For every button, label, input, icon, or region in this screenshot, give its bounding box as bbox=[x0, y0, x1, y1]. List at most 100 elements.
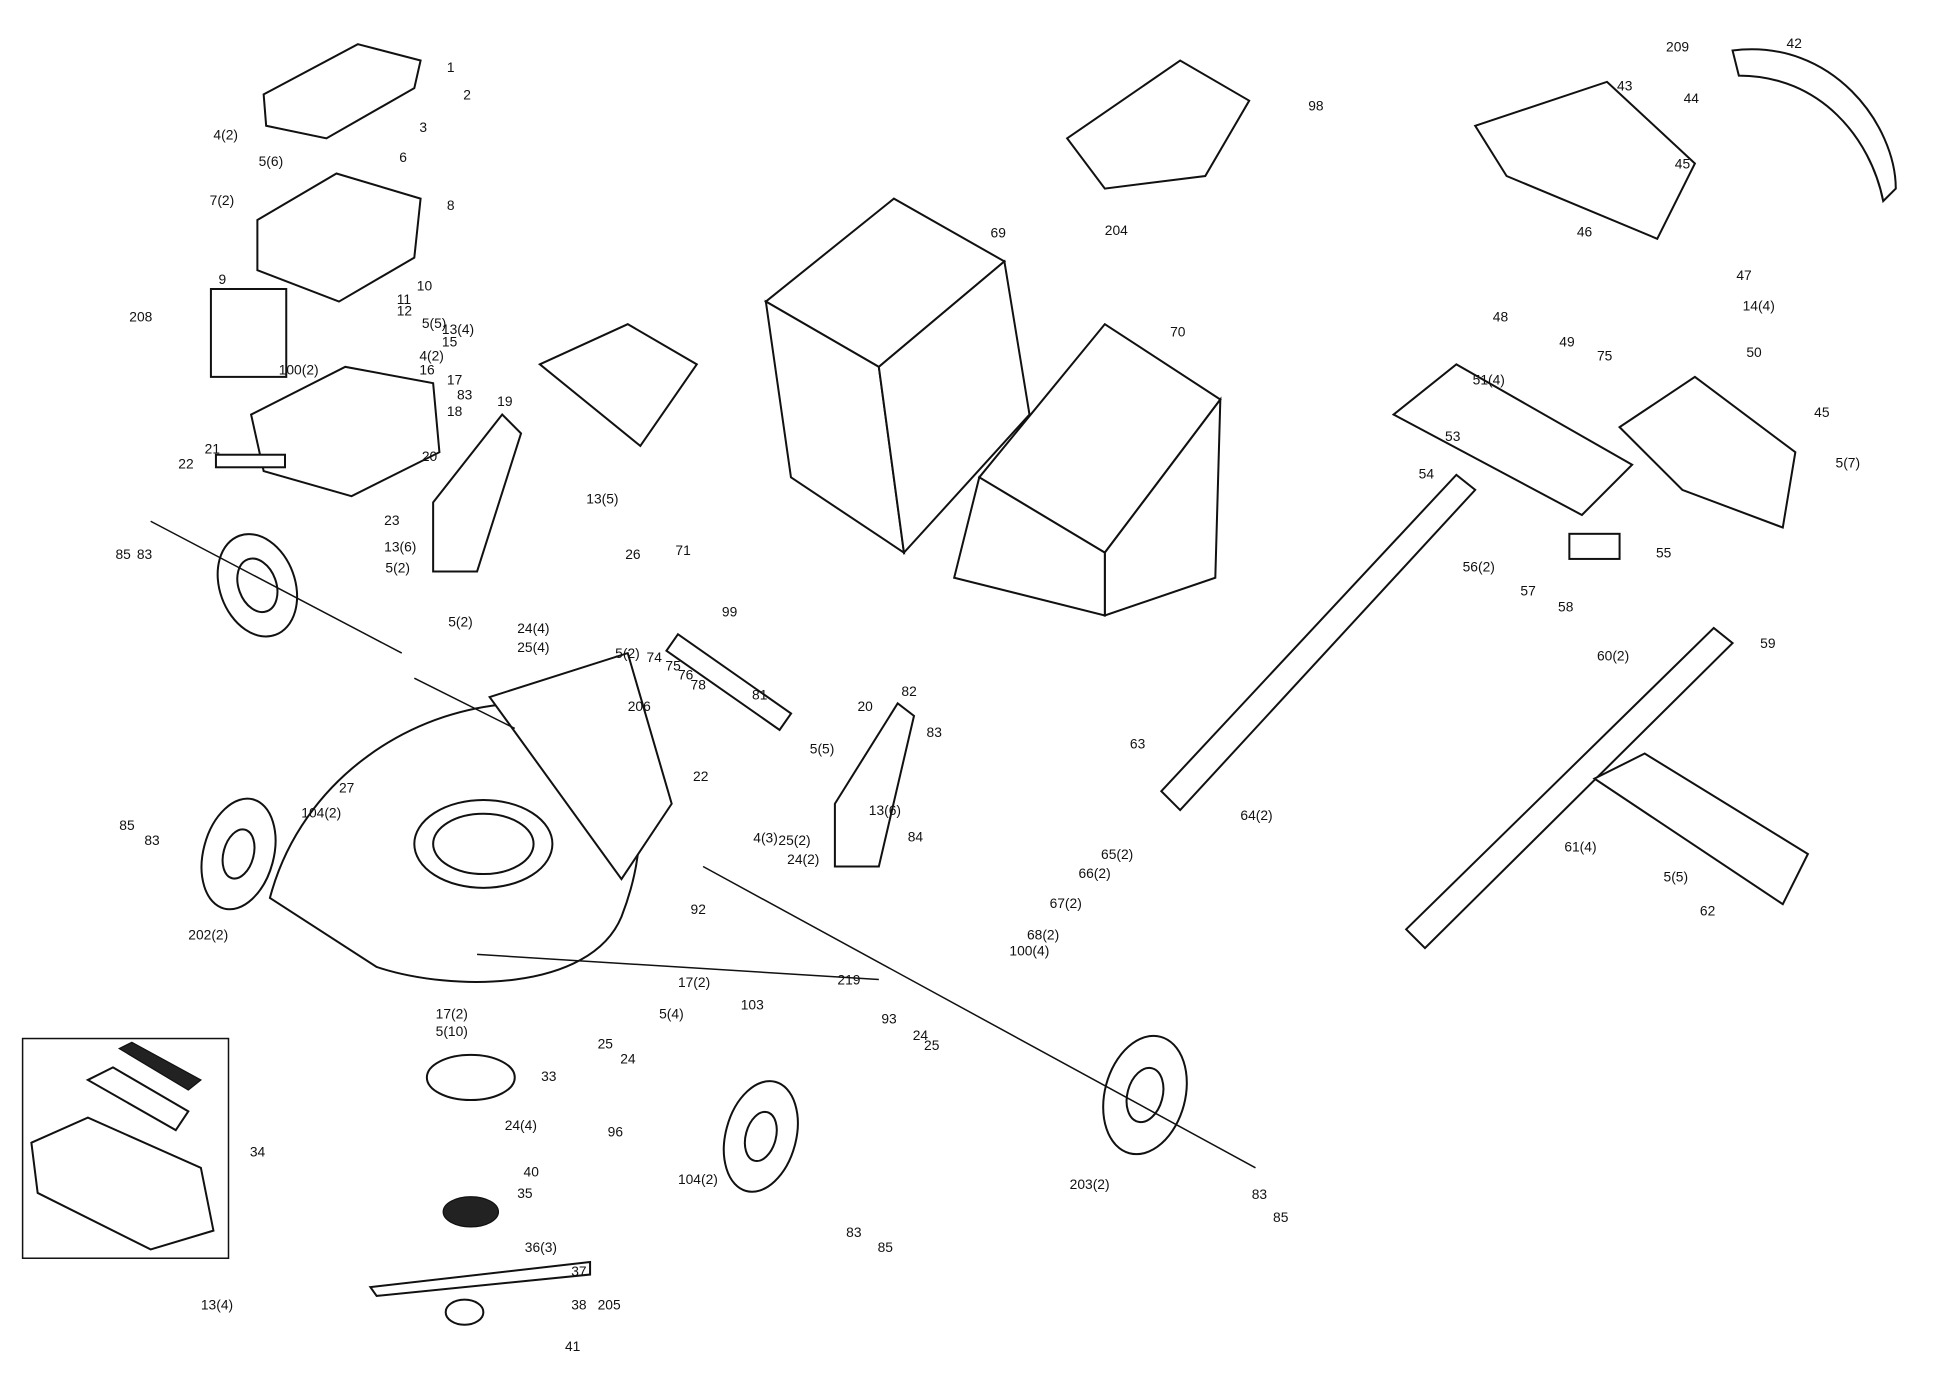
callout-label: 45 bbox=[1675, 155, 1691, 171]
callout-label: 62 bbox=[1700, 902, 1715, 918]
inset-part-34 bbox=[21, 1037, 230, 1259]
callout-label: 65(2) bbox=[1101, 846, 1133, 862]
callout-label: 20 bbox=[422, 448, 438, 464]
callout-label: 104(2) bbox=[301, 805, 341, 821]
wheels bbox=[200, 533, 1188, 1193]
callout-label: 4(2) bbox=[213, 127, 238, 143]
callout-label: 82 bbox=[901, 683, 916, 699]
callout-label: 22 bbox=[178, 456, 193, 472]
callout-label: 103 bbox=[741, 997, 764, 1013]
callout-label: 202(2) bbox=[188, 926, 228, 942]
part-33 bbox=[425, 1053, 516, 1102]
callout-label: 206 bbox=[628, 698, 651, 714]
callout-label: 34 bbox=[250, 1144, 266, 1160]
callout-label: 24 bbox=[913, 1027, 929, 1043]
callout-label: 33 bbox=[541, 1068, 557, 1084]
callout-label: 5(2) bbox=[615, 645, 640, 661]
callout-label: 45 bbox=[1814, 404, 1830, 420]
callout-label: 13(5) bbox=[586, 491, 618, 507]
callout-label: 76 bbox=[678, 666, 694, 682]
callout-label: 5(2) bbox=[385, 560, 410, 576]
callout-label: 56(2) bbox=[1463, 558, 1495, 574]
callout-label: 9 bbox=[218, 271, 226, 287]
callout-label: 48 bbox=[1493, 309, 1509, 325]
callout-label: 41 bbox=[565, 1338, 580, 1354]
callout-label: 51(4) bbox=[1473, 371, 1505, 387]
callout-label: 67(2) bbox=[1050, 895, 1082, 911]
callout-label: 98 bbox=[1308, 98, 1324, 114]
callout-label: 14(4) bbox=[1743, 297, 1775, 313]
callout-label: 42 bbox=[1787, 35, 1802, 51]
callout-label: 5(6) bbox=[259, 153, 284, 169]
callout-label: 7(2) bbox=[210, 192, 235, 208]
callout-label: 24(2) bbox=[787, 851, 819, 867]
callout-label: 17(2) bbox=[678, 974, 710, 990]
callout-label: 5(5) bbox=[422, 315, 447, 331]
callout-label: 83 bbox=[1252, 1186, 1268, 1202]
callout-label: 83 bbox=[457, 386, 473, 402]
callout-label: 64(2) bbox=[1240, 807, 1272, 823]
callout-label: 13(6) bbox=[869, 802, 901, 818]
handle-assembly bbox=[1159, 48, 1897, 950]
callout-label: 15 bbox=[442, 334, 458, 350]
callout-label: 2 bbox=[463, 86, 471, 102]
callout-label: 22 bbox=[693, 768, 708, 784]
callout-label: 75 bbox=[665, 658, 681, 674]
callout-label: 104(2) bbox=[678, 1171, 718, 1187]
blade-37 bbox=[368, 1260, 592, 1297]
callout-label: 21 bbox=[205, 440, 220, 456]
callout-label: 17(2) bbox=[436, 1005, 468, 1021]
callout-label: 93 bbox=[881, 1010, 897, 1026]
callout-label: 5(5) bbox=[810, 741, 835, 757]
callout-label: 44 bbox=[1684, 90, 1700, 106]
callout-label: 100(4) bbox=[1009, 943, 1049, 959]
callout-label: 83 bbox=[927, 724, 943, 740]
callout-label: 61(4) bbox=[1564, 838, 1596, 854]
callout-label: 27 bbox=[339, 779, 354, 795]
callout-label: 43 bbox=[1617, 78, 1633, 94]
callout-label: 83 bbox=[137, 546, 153, 562]
callout-label: 5(10) bbox=[436, 1023, 468, 1039]
callout-label: 6 bbox=[399, 149, 407, 165]
callout-label: 74 bbox=[647, 649, 663, 665]
callout-label: 24(4) bbox=[505, 1117, 537, 1133]
callout-label: 26 bbox=[625, 546, 641, 562]
callout-label: 84 bbox=[908, 828, 924, 844]
deck-27 bbox=[268, 651, 673, 983]
callout-label: 69 bbox=[991, 225, 1007, 241]
part-35 bbox=[442, 1196, 500, 1228]
callout-label: 50 bbox=[1746, 344, 1762, 360]
callout-label: 17 bbox=[447, 371, 462, 387]
callout-label: 13(4) bbox=[201, 1297, 233, 1313]
callout-label: 219 bbox=[837, 972, 860, 988]
callout-label: 37 bbox=[571, 1263, 586, 1279]
callout-label: 11 bbox=[397, 291, 411, 307]
callout-label: 96 bbox=[608, 1123, 624, 1139]
rear-flap-frame bbox=[537, 323, 699, 448]
callout-label: 68(2) bbox=[1027, 926, 1059, 942]
callout-label: 23 bbox=[384, 512, 400, 528]
callout-label: 12 bbox=[397, 302, 412, 318]
callout-label: 203(2) bbox=[1070, 1176, 1110, 1192]
callout-label: 47 bbox=[1736, 267, 1751, 283]
callout-label: 54 bbox=[1419, 466, 1435, 482]
side-plate-19 bbox=[432, 413, 523, 573]
battery-housing bbox=[209, 43, 441, 498]
callout-label: 24(4) bbox=[517, 620, 549, 636]
callout-label: 92 bbox=[691, 901, 706, 917]
callout-label: 4(2) bbox=[419, 348, 444, 364]
callout-label: 83 bbox=[846, 1224, 862, 1240]
callout-label: 13(6) bbox=[384, 538, 416, 554]
callout-label: 25 bbox=[924, 1037, 940, 1053]
callout-label: 36(3) bbox=[525, 1239, 557, 1255]
callout-label: 209 bbox=[1666, 39, 1689, 55]
callout-label: 19 bbox=[497, 393, 513, 409]
callout-label: 5(4) bbox=[659, 1005, 684, 1021]
callout-label: 24 bbox=[620, 1051, 636, 1067]
callout-label: 208 bbox=[129, 309, 152, 325]
callout-label: 1 bbox=[447, 59, 455, 75]
callout-label: 204 bbox=[1105, 222, 1128, 238]
